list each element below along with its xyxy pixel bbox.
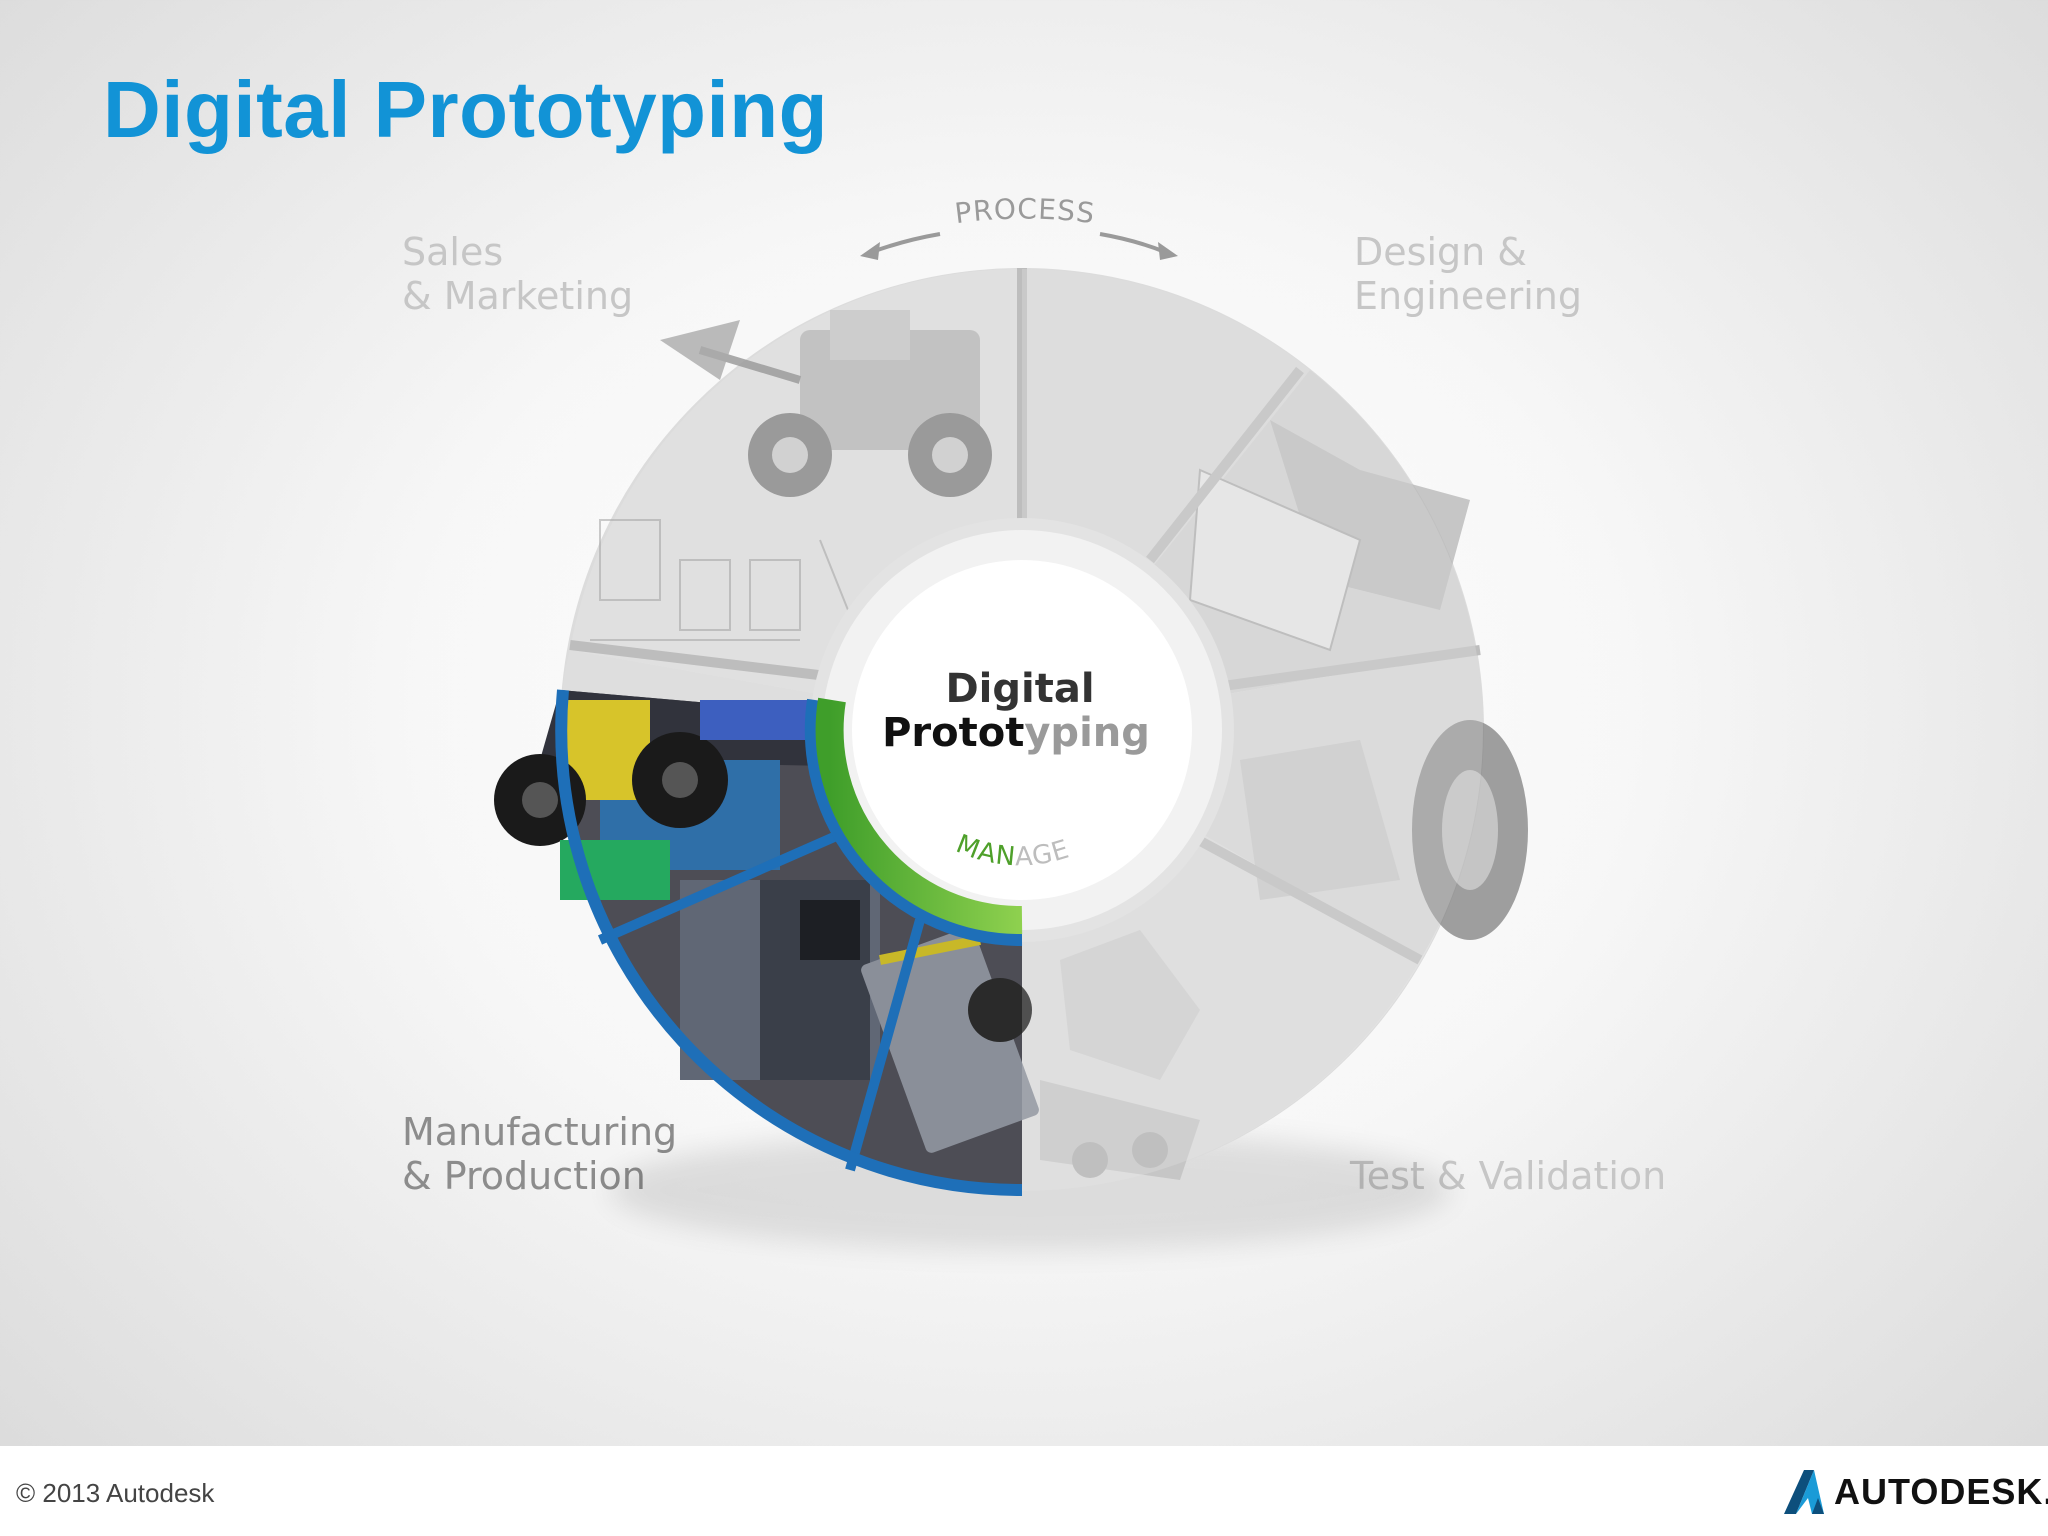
label-mfg-line2: & Production: [402, 1154, 646, 1198]
label-design-line1: Design &: [1354, 230, 1527, 274]
manufacturing-dividers: [597, 825, 925, 1172]
autodesk-wordmark: AUTODESK.: [1834, 1471, 2048, 1512]
slide-title: Digital Prototyping: [103, 65, 829, 154]
center-title-line1: Digital: [945, 666, 1094, 712]
label-design-line2: Engineering: [1354, 274, 1582, 318]
footer-bar: [0, 1446, 2048, 1536]
process-label: PROCESS: [953, 192, 1097, 230]
digital-prototyping-wheel: Digital Prototyping MANAGE PROCESS: [494, 192, 1528, 1250]
autodesk-logo-icon: [1784, 1470, 1824, 1514]
process-arrow-right: [1099, 232, 1166, 254]
manufacturing-blue-arc: [555, 689, 1023, 1197]
bucket-illustration: [1188, 420, 1470, 652]
center-line2-dark: Protot: [882, 710, 1024, 756]
tire-illustration: [1240, 720, 1528, 940]
process-arrowhead-left: [860, 242, 880, 260]
linkage-illustration: [1040, 930, 1200, 1180]
label-sales-marketing: Sales & Marketing: [402, 230, 633, 318]
loader-illustration: [660, 310, 992, 497]
process-arrowhead-right: [1158, 242, 1178, 260]
inner-hub: [804, 518, 1234, 947]
label-sales-line2: & Marketing: [402, 274, 634, 318]
label-design-engineering: Design & Engineering: [1354, 230, 1582, 318]
center-line1: Digital: [945, 666, 1094, 712]
center-title-line2: Prototyping: [882, 710, 1150, 756]
segment-dividers: [569, 268, 1481, 965]
copyright-text: © 2013 Autodesk: [16, 1478, 215, 1508]
label-sales-line1: Sales: [402, 230, 504, 274]
label-manufacturing-production: Manufacturing & Production: [402, 1110, 677, 1198]
label-mfg-line1: Manufacturing: [402, 1110, 678, 1154]
center-line2-light: yping: [1024, 710, 1150, 756]
process-indicator: PROCESS: [860, 192, 1178, 260]
process-arrow-left: [871, 232, 941, 254]
autodesk-logo: AUTODESK.: [1782, 1468, 2048, 1516]
